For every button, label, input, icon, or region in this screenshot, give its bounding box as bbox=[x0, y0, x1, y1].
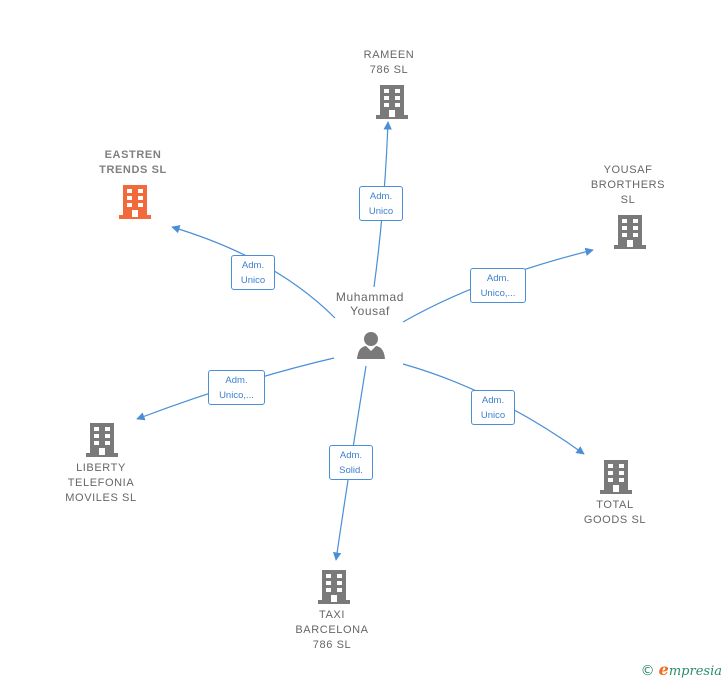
company-label-total[interactable]: TOTAL GOODS SL bbox=[583, 499, 647, 526]
building-icon[interactable] bbox=[600, 458, 632, 494]
company-label-rameen[interactable]: RAMEEN 786 SL bbox=[363, 49, 415, 76]
company-label-yousaf[interactable]: YOUSAF BRORTHERS SL bbox=[590, 164, 666, 206]
company-label-taxi[interactable]: TAXI BARCELONA 786 SL bbox=[295, 609, 369, 651]
person-name[interactable]: Muhammad Yousaf bbox=[335, 290, 405, 318]
building-icon[interactable] bbox=[119, 183, 151, 219]
building-icon[interactable] bbox=[86, 421, 118, 457]
relation-label-total[interactable]: Adm. Unico bbox=[471, 390, 515, 425]
copyright-icon: © bbox=[640, 663, 655, 679]
brand-logo-text: mpresia bbox=[668, 664, 722, 679]
company-label-liberty[interactable]: LIBERTY TELEFONIA MOVILES SL bbox=[65, 462, 137, 504]
building-icon[interactable] bbox=[614, 213, 646, 249]
relation-label-taxi[interactable]: Adm. Solid. bbox=[329, 445, 373, 480]
brand-footer[interactable]: ©empresia bbox=[641, 660, 722, 679]
building-icon[interactable] bbox=[376, 83, 408, 119]
relation-label-yousaf[interactable]: Adm. Unico,... bbox=[470, 268, 526, 303]
relation-label-liberty[interactable]: Adm. Unico,... bbox=[208, 370, 265, 405]
person-icon[interactable] bbox=[356, 331, 386, 359]
relation-label-eastren[interactable]: Adm. Unico bbox=[231, 255, 275, 290]
brand-logo-e: e bbox=[658, 660, 669, 679]
building-icon[interactable] bbox=[318, 568, 350, 604]
company-label-eastren[interactable]: EASTREN TRENDS SL bbox=[99, 149, 167, 176]
relation-label-rameen[interactable]: Adm. Unico bbox=[359, 186, 403, 221]
